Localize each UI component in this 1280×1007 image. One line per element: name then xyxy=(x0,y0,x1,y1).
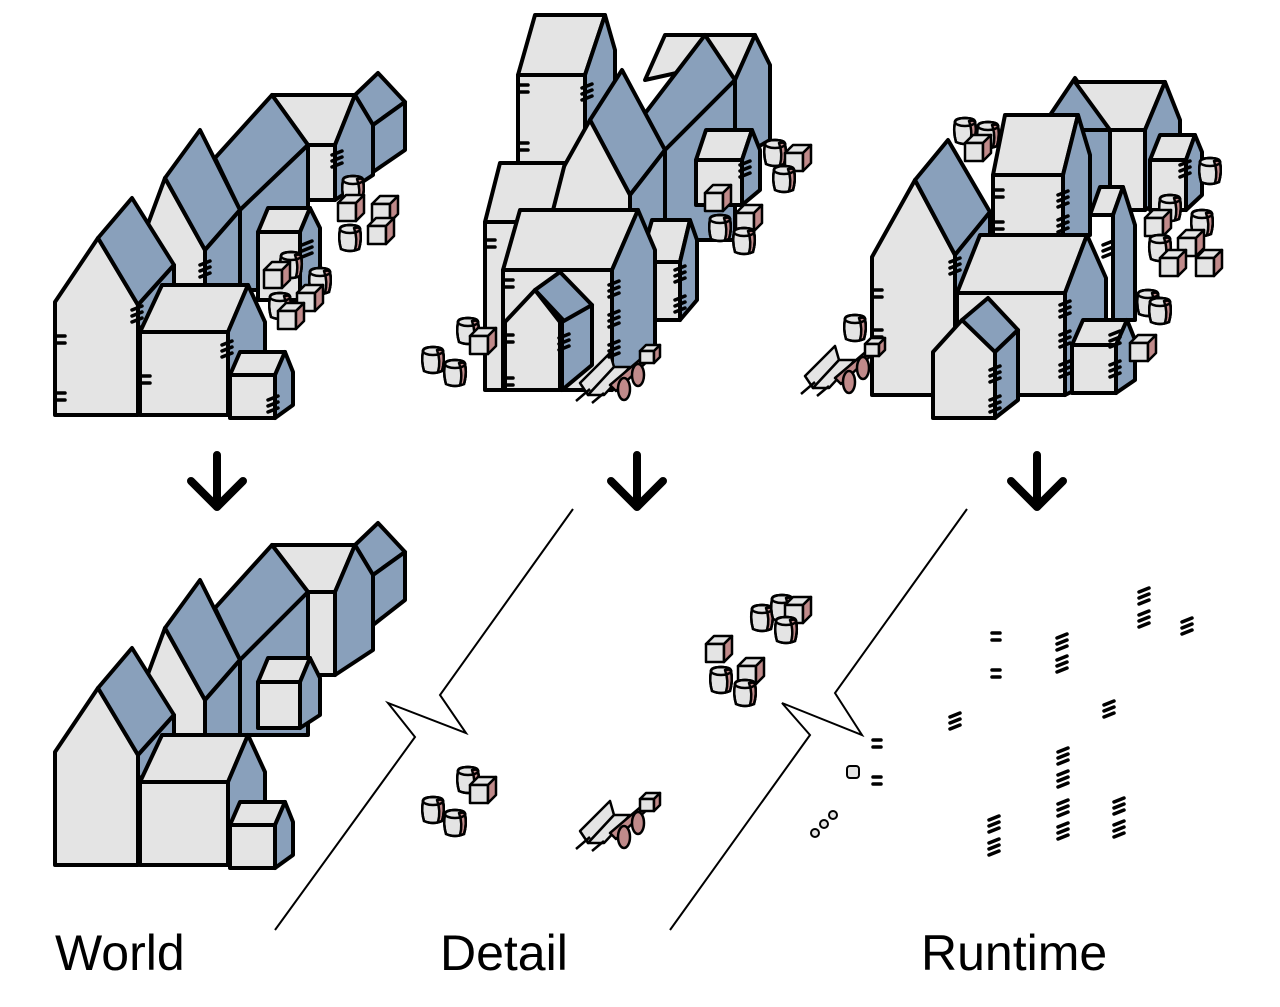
arrow-down-icon xyxy=(1007,451,1067,511)
detail-bottom-scene xyxy=(274,508,662,931)
cart-icon xyxy=(574,791,662,853)
world-top-scene xyxy=(53,71,407,420)
divider-lightning-line xyxy=(669,508,968,931)
stage-label-detail: Detail xyxy=(440,925,568,981)
barrel-icon xyxy=(442,808,468,838)
divider-lightning-line xyxy=(274,508,574,931)
world-bottom-scene xyxy=(53,521,407,870)
detail-top-scene xyxy=(420,13,813,405)
crate-icon xyxy=(468,775,498,805)
stage-label-runtime: Runtime xyxy=(921,925,1108,981)
arrow-down-icon xyxy=(187,451,247,511)
runtime-bottom-scene xyxy=(669,508,1194,931)
barrel-icon xyxy=(420,795,446,825)
runtime-top-scene xyxy=(799,76,1224,420)
stage-label-world: World xyxy=(55,925,185,981)
arrow-down-icon xyxy=(607,451,667,511)
